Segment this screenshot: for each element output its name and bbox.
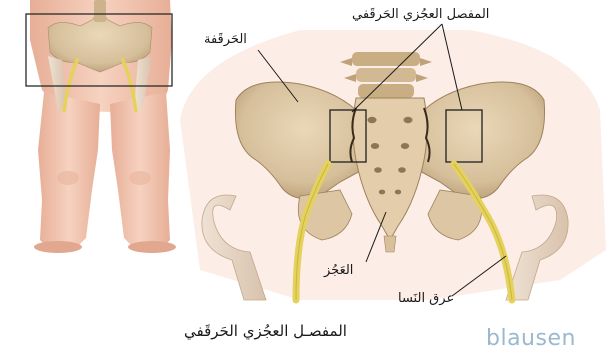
sacroiliac-joint-label: المفصل العجُزي الحَرقَفي — [352, 7, 489, 22]
figure-caption: المفصـل العجُزي الحَرقَفي — [184, 322, 347, 340]
sacrum-label: العَجُز — [324, 263, 353, 278]
pelvis-closeup — [180, 30, 606, 300]
sciatic-nerve-label: عرق النَسا — [398, 291, 454, 306]
body-inset — [26, 0, 176, 253]
ilium-label: الحَرقَفة — [204, 32, 247, 47]
blausen-logo: blausen — [486, 326, 576, 351]
